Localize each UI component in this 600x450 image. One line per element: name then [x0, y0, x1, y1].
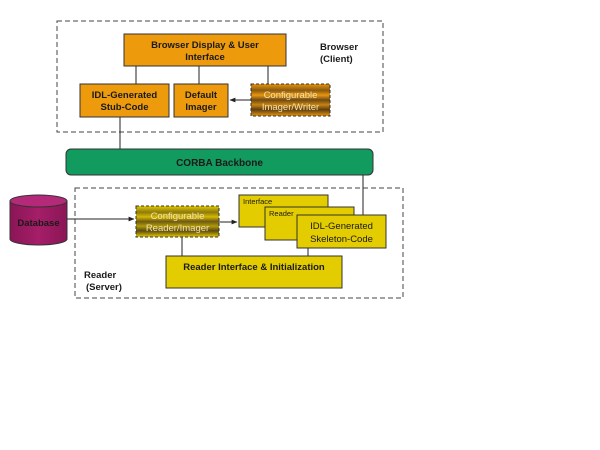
- browser-display-line1: Browser Display & User: [151, 40, 259, 51]
- database-label: Database: [17, 218, 59, 229]
- reader-connectors: [181, 237, 309, 256]
- reader-group-boundary: [74, 187, 404, 299]
- imager-line1: Default: [185, 90, 218, 101]
- browser-group-label: Browser: [320, 42, 358, 53]
- config-reader-line1: Configurable: [151, 211, 205, 222]
- browser-display-line2: Interface: [185, 52, 225, 63]
- browser-display-box[interactable]: Browser Display & User Interface: [123, 33, 287, 67]
- corba-backbone[interactable]: CORBA Backbone: [65, 148, 374, 176]
- imager-line2: Imager: [185, 102, 216, 113]
- skeleton-line1: IDL-Generated: [310, 221, 373, 232]
- browser-group-sublabel: (Client): [320, 54, 353, 65]
- stub-line1: IDL-Generated: [92, 90, 158, 101]
- reader-group-sublabel: (Server): [86, 282, 122, 293]
- corba-backbone-label: CORBA Backbone: [176, 158, 263, 169]
- database-cylinder[interactable]: Database: [9, 194, 68, 246]
- default-imager-box[interactable]: Default Imager: [173, 83, 229, 118]
- interface-card-label: Interface: [243, 197, 272, 206]
- reader-group-label: Reader: [84, 270, 117, 281]
- reader-interface-init-box[interactable]: Reader Interface & Initialization: [165, 255, 343, 289]
- stub-line2: Stub-Code: [100, 102, 148, 113]
- config-writer-line1: Configurable: [264, 90, 318, 101]
- config-writer-line2: Imager/Writer: [262, 102, 319, 113]
- idl-stub-code-box[interactable]: IDL-Generated Stub-Code: [79, 83, 170, 118]
- config-reader-line2: Reader/Imager: [146, 223, 209, 234]
- configurable-imager-writer-box[interactable]: Configurable Imager/Writer: [250, 83, 331, 117]
- reader-init-label: Reader Interface & Initialization: [183, 262, 325, 273]
- browser-connectors: [119, 66, 269, 149]
- reader-card-label: Reader: [269, 209, 294, 218]
- idl-skeleton-code-box[interactable]: IDL-Generated Skeleton-Code: [296, 214, 387, 249]
- configurable-reader-imager-box[interactable]: Configurable Reader/Imager: [135, 205, 220, 238]
- skeleton-line2: Skeleton-Code: [310, 234, 373, 245]
- browser-group-boundary: [56, 20, 384, 133]
